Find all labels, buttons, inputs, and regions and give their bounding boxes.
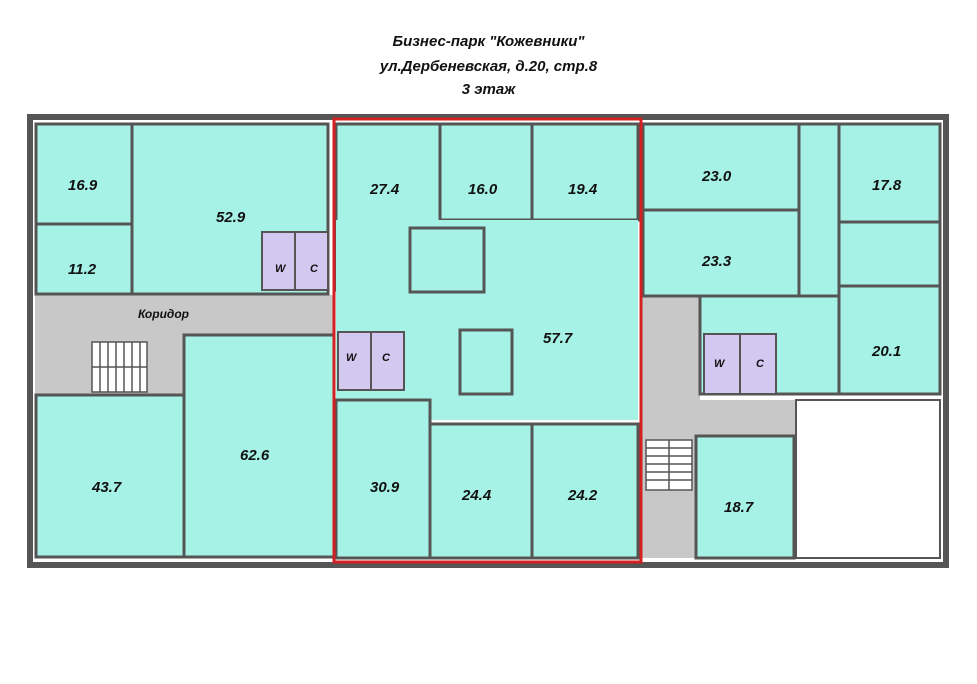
room-label-16-0: 16.0 (468, 181, 498, 198)
corridor-label: Коридор (138, 307, 189, 321)
room-small-closet (408, 226, 486, 294)
wc-c-east: C (756, 358, 765, 370)
room-23-0[interactable] (641, 122, 801, 212)
room-57-7-ext (336, 290, 440, 330)
room-16-0[interactable] (438, 122, 534, 222)
wc-c-west: C (310, 263, 319, 275)
area-southeast (795, 399, 941, 559)
room-23-3[interactable] (641, 208, 801, 298)
room-label-23-3: 23.3 (701, 253, 732, 270)
room-label-23-0: 23.0 (701, 168, 732, 185)
room-label-19-4: 19.4 (568, 181, 598, 198)
room-label-20-1: 20.1 (871, 343, 901, 360)
room-label-30-9: 30.9 (370, 479, 400, 496)
corridor-west (35, 295, 335, 335)
room-label-11-2: 11.2 (68, 261, 97, 278)
room-small-storage (458, 328, 514, 396)
highlight-frame[interactable] (332, 117, 643, 564)
room-43-7[interactable] (34, 393, 186, 559)
wc-w-east: W (714, 358, 726, 370)
wc-w-west: W (275, 263, 287, 275)
room-16-9[interactable] (34, 122, 134, 226)
room-label-17-8: 17.8 (872, 177, 902, 194)
room-label-52-9: 52.9 (216, 209, 246, 226)
room-label-43-7: 43.7 (91, 479, 122, 496)
room-unlabeled-east (837, 220, 942, 288)
room-18-7[interactable] (694, 434, 796, 560)
room-label-57-7: 57.7 (543, 330, 573, 347)
room-30-9[interactable] (334, 398, 432, 560)
wc-c-center: C (382, 352, 391, 364)
room-label-18-7: 18.7 (724, 499, 754, 516)
room-label-24-2: 24.2 (567, 487, 598, 504)
header-address: ул.Дербеневская, д.20, стр.8 (379, 58, 598, 75)
header-floor: 3 этаж (461, 81, 516, 98)
header-title: Бизнес-парк "Кожевники" (392, 33, 585, 50)
room-label-27-4: 27.4 (369, 181, 400, 198)
room-24-4[interactable] (428, 422, 534, 560)
room-24-2[interactable] (530, 422, 640, 560)
room-17-8[interactable] (837, 122, 942, 224)
stairs-east-icon (645, 439, 693, 491)
stairs-west-icon (91, 341, 148, 393)
wc-w-center: W (346, 352, 358, 364)
room-20-1[interactable] (837, 284, 942, 396)
room-label-24-4: 24.4 (461, 487, 492, 504)
room-11-2[interactable] (34, 222, 134, 296)
room-62-6[interactable] (182, 333, 336, 559)
room-label-62-6: 62.6 (240, 447, 270, 464)
room-label-16-9: 16.9 (68, 177, 98, 194)
room-19-4[interactable] (530, 122, 640, 222)
